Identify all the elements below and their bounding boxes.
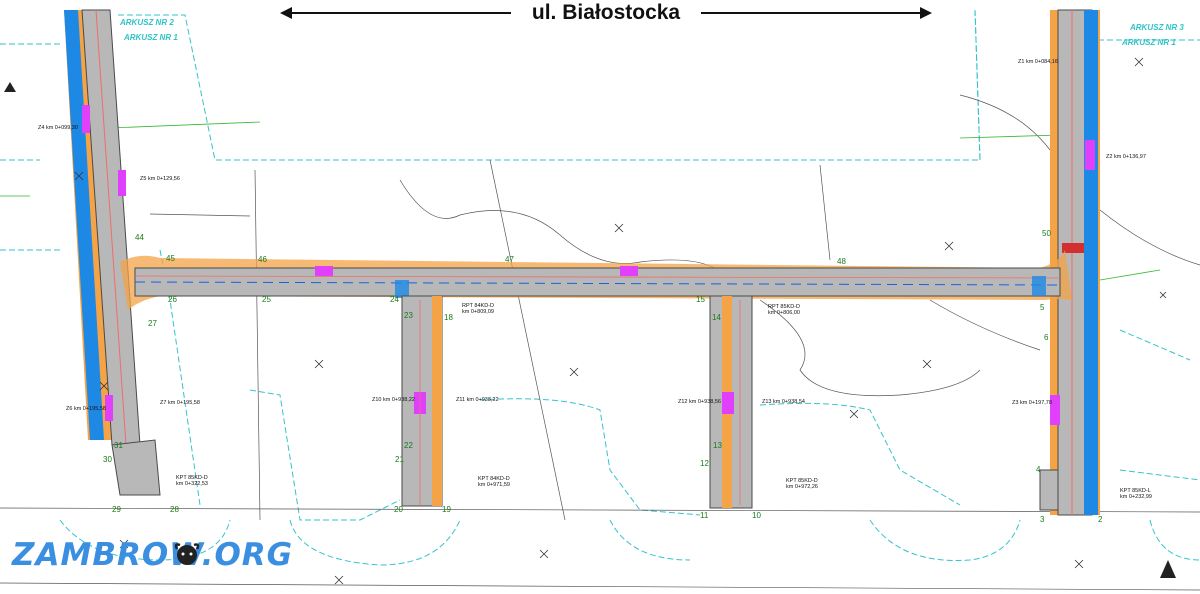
annotation-leaders — [0, 121, 1161, 281]
z1: Z1 km 0+084,16 — [1018, 59, 1058, 65]
z10: Z10 km 0+938,22 — [372, 397, 415, 403]
kpt-d-km: km 0+232,99 — [1120, 494, 1152, 500]
arrow-right-icon — [920, 7, 932, 19]
parcel-boundaries — [0, 9, 1200, 566]
main-horizontal-road — [120, 250, 1072, 310]
label-5: 5 — [1040, 303, 1045, 312]
label-23: 23 — [404, 311, 413, 320]
kpt-c: KPT 85KD-D — [786, 478, 818, 484]
z4: Z4 km 0+099,30 — [38, 125, 78, 131]
label-46: 46 — [258, 255, 267, 264]
street-title: ul. Białostocka — [280, 0, 932, 26]
label-48: 48 — [837, 257, 846, 266]
label-18: 18 — [444, 313, 453, 322]
kpt-a-km: km 0+322,53 — [176, 481, 208, 487]
label-24: 24 — [390, 295, 399, 304]
label-25: 25 — [262, 295, 271, 304]
logo-text: ZAMBROW — [12, 537, 202, 573]
label-19: 19 — [442, 505, 451, 514]
rpt-mid-km: km 0+806,00 — [768, 310, 800, 316]
z5: Z5 km 0+129,56 — [140, 176, 180, 182]
arrow-right-line — [701, 12, 926, 14]
label-12: 12 — [700, 459, 709, 468]
label-21: 21 — [395, 455, 404, 464]
label-26: 26 — [168, 295, 177, 304]
kpt-d: KPT 85KD-L — [1120, 488, 1151, 494]
survey-marks — [74, 57, 1167, 585]
label-47: 47 — [505, 255, 514, 264]
rpt-left-km: km 0+809,09 — [462, 309, 494, 315]
logo-suffix: ORG — [214, 537, 294, 573]
label-14: 14 — [712, 313, 721, 322]
label-50: 50 — [1042, 229, 1051, 238]
kpt-b-km: km 0+971,59 — [478, 482, 510, 488]
side-street-2 — [709, 295, 753, 509]
z6: Z6 km 0+195,58 — [66, 406, 106, 412]
kpt-a: KPT 85KD-D — [176, 475, 208, 481]
z7: Z7 km 0+195,58 — [160, 400, 200, 406]
label-44: 44 — [135, 233, 144, 242]
label-45: 45 — [166, 254, 175, 263]
label-4: 4 — [1036, 465, 1041, 474]
kpt-b: KPT 84KD-D — [478, 476, 510, 482]
left-road — [64, 9, 161, 496]
label-13: 13 — [713, 441, 722, 450]
logo-separator: . — [201, 537, 215, 573]
label-31: 31 — [114, 441, 123, 450]
sheet-label-right-top: ARKUSZ NR 3 — [1130, 23, 1184, 32]
label-15: 15 — [696, 295, 705, 304]
km-annotations: RPT 84KD-D km 0+809,09 RPT 85KD-D km 0+8… — [38, 59, 1152, 500]
bison-icon — [174, 543, 200, 565]
kpt-c-km: km 0+972,26 — [786, 484, 818, 490]
sheet-label-left-top: ARKUSZ NR 2 — [120, 18, 174, 27]
label-30: 30 — [103, 455, 112, 464]
label-27: 27 — [148, 319, 157, 328]
right-road — [1039, 9, 1100, 516]
label-2: 2 — [1098, 515, 1103, 524]
label-10: 10 — [752, 511, 761, 520]
arrow-left-icon — [280, 7, 292, 19]
z3: Z3 km 0+197,78 — [1012, 400, 1052, 406]
edge-arrows — [4, 82, 1176, 578]
survey-lines — [0, 94, 1200, 591]
z2: Z2 km 0+136,97 — [1106, 154, 1146, 160]
z12: Z12 km 0+938,56 — [678, 399, 721, 405]
sheet-label-right-bottom: ARKUSZ NR 1 — [1122, 38, 1176, 47]
label-20: 20 — [394, 505, 403, 514]
arrow-left-line — [286, 12, 511, 14]
label-29: 29 — [112, 505, 121, 514]
rpt-left: RPT 84KD-D — [462, 303, 494, 309]
label-3: 3 — [1040, 515, 1045, 524]
label-22: 22 — [404, 441, 413, 450]
label-28: 28 — [170, 505, 179, 514]
z13: Z13 km 0+938,54 — [762, 399, 805, 405]
rpt-mid: RPT 85KD-D — [768, 304, 800, 310]
sheet-label-left-bottom: ARKUSZ NR 1 — [124, 33, 178, 42]
zambrow-logo: ZAMBROW.ORG — [12, 531, 292, 583]
label-6: 6 — [1044, 333, 1049, 342]
section-labels: 44 45 46 47 48 50 24 23 18 22 21 20 19 1… — [103, 229, 1103, 524]
label-11: 11 — [700, 511, 709, 520]
street-name: ul. Białostocka — [519, 1, 693, 24]
side-street-1 — [401, 295, 443, 507]
z11: Z11 km 0+938,22 — [456, 397, 499, 403]
